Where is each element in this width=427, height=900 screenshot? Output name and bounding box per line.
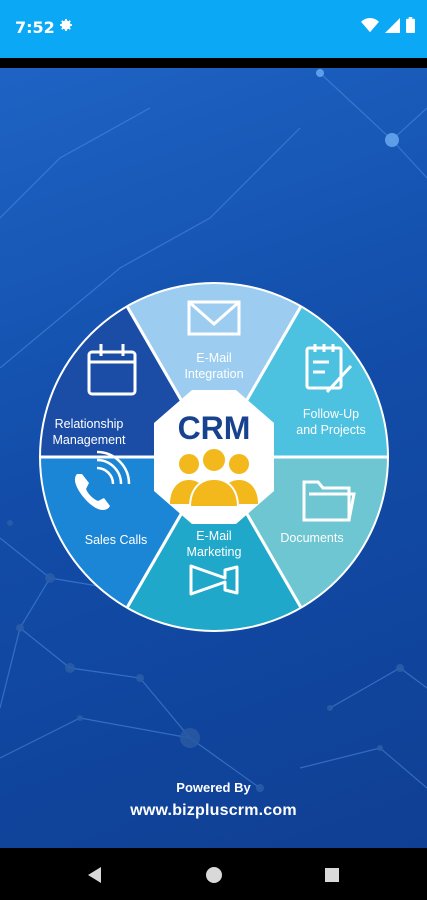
calendar-icon <box>87 344 137 396</box>
people-icon <box>170 447 258 508</box>
label-relationship-2: Management <box>53 433 126 447</box>
crm-wheel: CRM <box>39 282 389 632</box>
back-icon[interactable] <box>84 864 106 886</box>
powered-by-label: Powered By <box>176 780 251 795</box>
label-email-marketing-1: E-Mail <box>196 529 231 543</box>
phone-icon <box>74 450 131 510</box>
envelope-icon <box>187 300 241 336</box>
folder-icon <box>302 480 356 522</box>
splash-screen: CRM <box>0 68 427 848</box>
label-sales-calls: Sales Calls <box>85 533 148 547</box>
megaphone-icon <box>189 564 239 596</box>
network-background <box>0 69 427 792</box>
recents-icon[interactable] <box>321 864 343 886</box>
label-email-integration-1: E-Mail <box>196 351 231 365</box>
crm-title: CRM <box>178 410 251 446</box>
status-bar: 7:52 <box>0 0 427 58</box>
label-follow-up-1: Follow-Up <box>303 407 359 421</box>
label-follow-up-2: and Projects <box>296 423 365 437</box>
label-documents: Documents <box>280 531 343 545</box>
label-relationship-1: Relationship <box>55 417 124 431</box>
home-icon[interactable] <box>203 864 225 886</box>
signal-icon <box>385 17 400 33</box>
notepad-pencil-icon <box>305 344 353 394</box>
battery-icon <box>406 17 415 33</box>
label-email-integration-2: Integration <box>184 367 243 381</box>
status-time: 7:52 <box>15 18 55 37</box>
status-icons <box>361 17 415 33</box>
wifi-icon <box>361 17 379 32</box>
website-link[interactable]: www.bizpluscrm.com <box>130 802 297 819</box>
gear-icon <box>60 19 72 31</box>
navigation-bar <box>0 848 427 900</box>
label-email-marketing-2: Marketing <box>187 545 242 559</box>
